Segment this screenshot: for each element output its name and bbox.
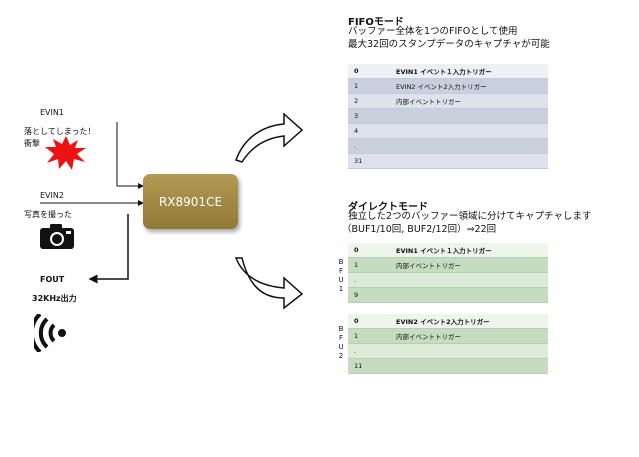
row-content [390,123,548,139]
evin1-label: EVIN1 [40,108,64,117]
row-content: 内部イベントトリガー [390,328,548,344]
fout-label: FOUT [40,275,65,284]
table-row: 9 [348,287,548,303]
evin2-label: EVIN2 [40,191,64,200]
fout-line [88,214,129,284]
table-row: . [348,343,548,359]
impact-burst-icon [45,136,87,174]
direct-mode-desc-1: 独立した2つのバッファー領域に分けてキャプチャします [348,211,592,222]
row-content [390,272,548,288]
table-row: 31 [348,153,548,169]
table-row: . [348,138,548,154]
row-content [390,153,548,169]
row-index: . [348,272,390,288]
fout-caption: 32KHz出力 [32,294,77,303]
row-content: 内部イベントトリガー [390,93,548,109]
row-index: 1 [348,257,390,273]
row-content: 内部イベントトリガー [390,257,548,273]
table-row: . [348,272,548,288]
row-index: 4 [348,123,390,139]
camera-icon [40,223,74,253]
row-index: 3 [348,108,390,124]
row-content: EVIN2 イベント2入力トリガー [390,78,548,94]
table-row: 3 [348,108,548,124]
row-index: 0 [348,63,390,79]
rx8901ce-chip: RX8901CE [143,174,238,229]
fifo-mode-desc-1: バッファー全体を1つのFIFOとして使用 [348,26,518,37]
row-content [390,343,548,359]
row-content [390,358,548,374]
row-content [390,138,548,154]
row-index: . [348,138,390,154]
row-index: 1 [348,78,390,94]
direct-mode-title: ダイレクトモード [348,202,428,213]
row-index: 31 [348,153,390,169]
evin2-caption: 写真を撮った [24,210,72,219]
row-index: 1 [348,328,390,344]
row-index: 0 [348,242,390,258]
direct-mode-desc-2: （BUF1/10回, BUF2/12回）⇒22回 [342,224,497,235]
row-content [390,108,548,124]
row-index: 0 [348,313,390,329]
table-row: 4 [348,123,548,139]
evin1-caption-2: 衝撃 [24,139,40,148]
fifo-mode-desc-2: 最大32回のスタンプデータのキャプチャが可能 [348,39,550,50]
row-index: 11 [348,358,390,374]
row-index: 2 [348,93,390,109]
evin1-line [116,122,144,189]
row-content: EVIN1 イベント１入力トリガー [390,242,548,258]
row-content [390,287,548,303]
fifo-mode-title: FIFOモード [348,17,404,28]
evin1-caption: 落としてしまった！ [24,127,96,136]
row-content: EVIN2 イベント2入力トリガー [390,313,548,329]
row-index: 9 [348,287,390,303]
row-index: . [348,343,390,359]
curved-arrow-up-icon [235,112,304,163]
table-row: 11 [348,358,548,374]
row-content: EVIN1 イベント１入力トリガー [390,63,548,79]
curved-arrow-down-icon [234,257,304,310]
